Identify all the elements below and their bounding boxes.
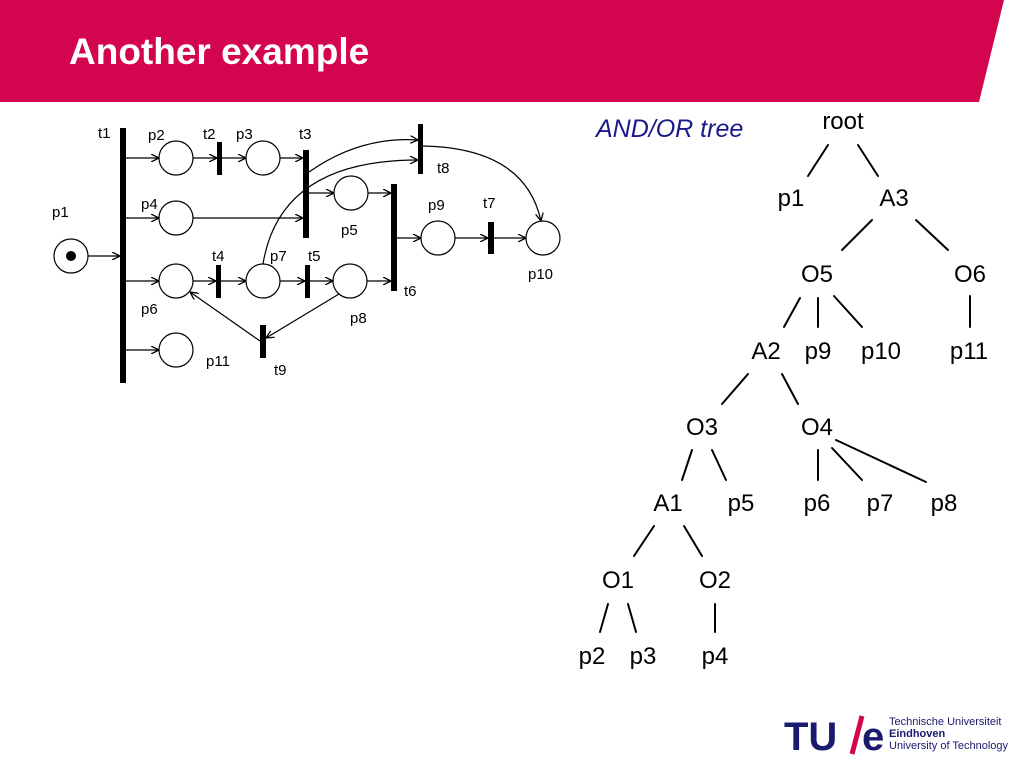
- tree-node-p11: p11: [950, 338, 988, 365]
- transition-t5: [305, 265, 310, 298]
- tree-node-A2: A2: [751, 338, 780, 365]
- transition-t8: [418, 124, 423, 174]
- label-p6: p6: [141, 301, 158, 318]
- label-p10: p10: [528, 266, 553, 283]
- tue-logo-tu: TU: [784, 715, 837, 758]
- slide-title: Another example: [69, 31, 370, 72]
- label-t9: t9: [274, 362, 287, 379]
- transition-t9: [260, 325, 266, 358]
- tree-heading: AND/OR tree: [596, 115, 744, 143]
- petri-net-diagram: t1 p2 t2 p3 t3 t8 p1 p4 p5 p9 t7 p10 t4 …: [52, 124, 561, 383]
- place-p6: [158, 263, 194, 299]
- place-p10: [525, 220, 561, 256]
- label-p2: p2: [148, 127, 165, 144]
- tree-node-p1: p1: [778, 185, 805, 212]
- tree-node-O2: O2: [699, 567, 731, 594]
- label-p4: p4: [141, 196, 158, 213]
- tree-node-p8: p8: [931, 490, 958, 517]
- token-p1: [66, 251, 76, 261]
- transition-t6: [391, 184, 397, 291]
- label-t2: t2: [203, 126, 216, 143]
- label-p3: p3: [236, 126, 253, 143]
- place-p11: [158, 332, 194, 368]
- tree-node-p6: p6: [804, 490, 831, 517]
- label-p7: p7: [270, 248, 287, 265]
- label-p5: p5: [341, 222, 358, 239]
- transition-t4: [216, 265, 221, 298]
- label-p8: p8: [350, 310, 367, 327]
- header-band: [0, 0, 1004, 102]
- label-t5: t5: [308, 248, 321, 265]
- tree-edges: [599, 144, 971, 633]
- tree-node-A1: A1: [653, 490, 682, 517]
- slide-header: Another example: [0, 0, 1024, 102]
- place-p7: [245, 263, 281, 299]
- tree-node-p10: p10: [861, 338, 901, 365]
- tree-node-p7: p7: [867, 490, 894, 517]
- tree-node-O4: O4: [801, 414, 833, 441]
- label-t4: t4: [212, 248, 225, 265]
- place-p8: [332, 263, 368, 299]
- label-t6: t6: [404, 283, 417, 300]
- tue-logo-mark: TU e: [784, 715, 884, 758]
- transition-t7: [488, 222, 494, 254]
- tue-logo-slash: [849, 715, 865, 755]
- tree-node-root: root: [822, 108, 864, 135]
- transition-t2: [217, 142, 222, 175]
- logo-line-2: Eindhoven: [889, 728, 946, 740]
- label-t3: t3: [299, 126, 312, 143]
- tue-logo-text: Technische Universiteit Eindhoven Univer…: [889, 716, 1008, 752]
- tree-node-O3: O3: [686, 414, 718, 441]
- tue-logo: TU e Technische Universiteit Eindhoven U…: [784, 712, 1020, 760]
- tree-node-p4: p4: [702, 643, 729, 670]
- logo-line-3: University of Technology: [889, 740, 1009, 752]
- label-t8: t8: [437, 160, 450, 177]
- petri-net-arcs: [88, 140, 541, 350]
- tree-node-O5: O5: [801, 261, 833, 288]
- label-p11: p11: [206, 353, 230, 370]
- tree-node-p2: p2: [579, 643, 606, 670]
- transition-t1: [120, 128, 126, 383]
- place-p2: [158, 140, 194, 176]
- transition-t3: [303, 150, 309, 238]
- place-p3: [245, 140, 281, 176]
- tree-node-O1: O1: [602, 567, 634, 594]
- tree-node-A3: A3: [879, 185, 908, 212]
- tree-node-p5: p5: [728, 490, 755, 517]
- and-or-tree-diagram: root p1 A3 O5 O6 A2 p9 p10 p11 O3 O4 A1 …: [579, 108, 988, 670]
- logo-line-1: Technische Universiteit: [889, 716, 1002, 728]
- tree-node-p3: p3: [630, 643, 657, 670]
- label-t1: t1: [98, 125, 111, 142]
- place-p5: [333, 175, 369, 211]
- label-p9: p9: [428, 197, 445, 214]
- tree-node-p9: p9: [805, 338, 832, 365]
- place-p4: [158, 200, 194, 236]
- label-t7: t7: [483, 195, 496, 212]
- tue-logo-e: e: [862, 715, 884, 758]
- label-p1: p1: [52, 204, 69, 221]
- tree-node-O6: O6: [954, 261, 986, 288]
- place-p9: [420, 220, 456, 256]
